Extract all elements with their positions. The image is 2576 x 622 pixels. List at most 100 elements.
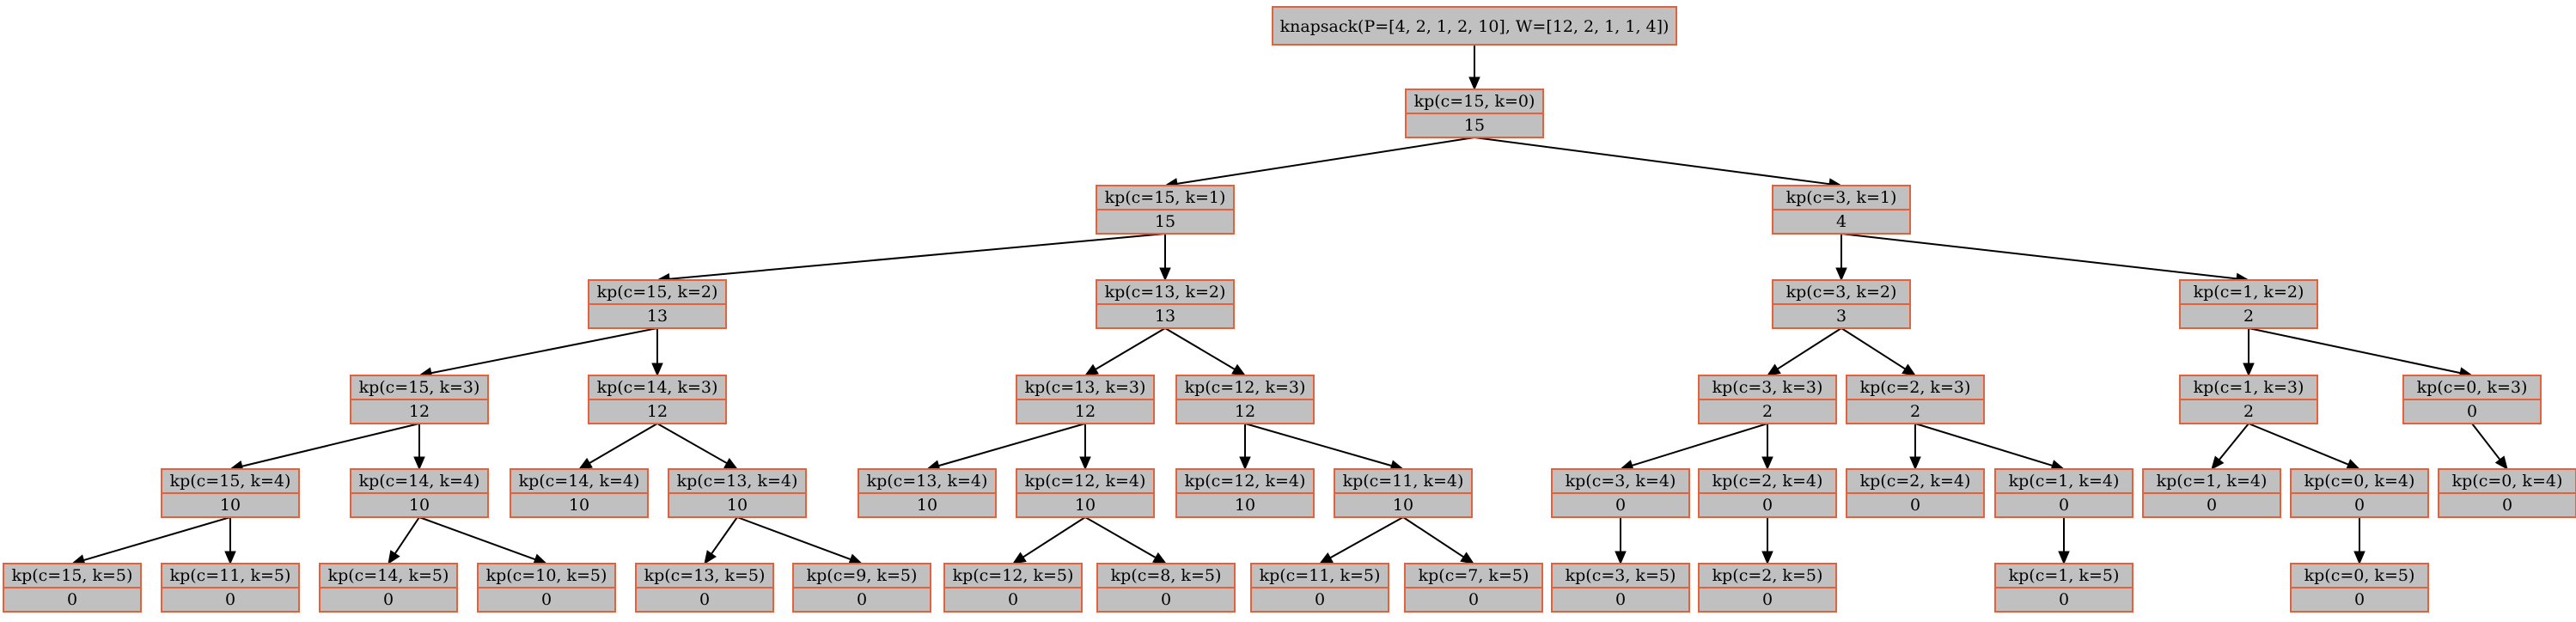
edge-line bbox=[2219, 423, 2249, 460]
node-call-label: kp(c=11, k=5) bbox=[1260, 566, 1381, 585]
node-result-value: 0 bbox=[1315, 590, 1325, 609]
tree-node-n19: kp(c=13, k=4)10 bbox=[858, 468, 997, 518]
nodes-layer: knapsack(P=[4, 2, 1, 2, 10], W=[12, 2, 1… bbox=[3, 6, 2576, 613]
node-call-label: kp(c=12, k=4) bbox=[1025, 472, 1146, 491]
tree-node-n25: kp(c=2, k=4)0 bbox=[1846, 468, 1985, 518]
node-result-value: 4 bbox=[1836, 212, 1847, 231]
tree-node-n21: kp(c=12, k=4)10 bbox=[1175, 468, 1315, 518]
node-call-label: kp(c=1, k=2) bbox=[2194, 283, 2304, 302]
node-result-value: 0 bbox=[541, 590, 552, 609]
tree-node-n37: kp(c=8, k=5)0 bbox=[1096, 563, 1236, 613]
node-call-label: kp(c=3, k=5) bbox=[1566, 566, 1676, 585]
node-call-label: kp(c=3, k=1) bbox=[1786, 188, 1897, 207]
tree-node-n15: kp(c=15, k=4)10 bbox=[161, 468, 300, 518]
edge-n13-n28 bbox=[2248, 423, 2361, 470]
edge-line bbox=[1095, 327, 1166, 370]
edge-line bbox=[1632, 423, 1768, 466]
tree-node-n40: kp(c=3, k=5) 0 bbox=[1551, 563, 1690, 613]
edge-n4-n9 bbox=[1084, 327, 1166, 376]
edge-root-n0 bbox=[1468, 45, 1480, 91]
node-call-label: kp(c=13, k=4) bbox=[677, 472, 798, 491]
node-call-label: kp(c=0, k=4) bbox=[2452, 472, 2563, 491]
node-call-label: kp(c=1, k=3) bbox=[2194, 378, 2304, 397]
node-result-value: 2 bbox=[1762, 402, 1773, 421]
edge-arrowhead bbox=[2346, 459, 2361, 470]
edge-line bbox=[736, 516, 852, 561]
edge-n22-n38 bbox=[1318, 516, 1404, 564]
tree-node-n42: kp(c=1, k=5)0 bbox=[1994, 563, 2133, 613]
edge-n5-n11 bbox=[1766, 327, 1842, 376]
edge-line bbox=[1840, 327, 1906, 370]
node-result-value: 0 bbox=[857, 590, 867, 609]
edge-line bbox=[656, 423, 728, 464]
node-result-value: 0 bbox=[2059, 496, 2069, 515]
node-result-value: 10 bbox=[1235, 496, 1255, 515]
node-result-value: 0 bbox=[2354, 590, 2365, 609]
edge-arrowhead bbox=[1011, 552, 1027, 564]
edge-arrowhead bbox=[704, 550, 717, 565]
edge-arrowhead bbox=[388, 550, 400, 565]
edge-n10-n22 bbox=[1244, 423, 1405, 472]
edge-n16-n33 bbox=[418, 516, 548, 565]
edge-n2-n6 bbox=[1840, 233, 2250, 285]
node-result-value: 10 bbox=[1393, 496, 1413, 515]
tree-node-n30: kp(c=15, k=5)0 bbox=[3, 563, 142, 613]
edge-n22-n39 bbox=[1402, 516, 1475, 564]
root-node-label: knapsack(P=[4, 2, 1, 2, 10], W=[12, 2, 1… bbox=[1280, 17, 1670, 36]
node-result-value: 3 bbox=[1836, 307, 1847, 326]
node-result-value: 0 bbox=[1008, 590, 1018, 609]
edge-line bbox=[1474, 137, 1830, 186]
node-result-value: 10 bbox=[727, 496, 748, 515]
edge-line bbox=[1084, 516, 1157, 558]
edge-line bbox=[241, 423, 420, 467]
node-call-label: kp(c=13, k=4) bbox=[867, 472, 988, 491]
edge-n18-n35 bbox=[736, 516, 864, 565]
edge-n12-n25 bbox=[1909, 424, 1921, 471]
node-call-label: kp(c=2, k=4) bbox=[1712, 472, 1823, 491]
edge-n7-n16 bbox=[413, 424, 425, 471]
node-result-value: 2 bbox=[2243, 307, 2254, 326]
node-result-value: 0 bbox=[1762, 590, 1773, 609]
tree-node-n36: kp(c=12, k=5)0 bbox=[943, 563, 1083, 613]
edge-arrowhead bbox=[1909, 456, 1921, 471]
tree-node-n5: kp(c=3, k=2)3 bbox=[1772, 279, 1911, 329]
node-call-label: kp(c=2, k=4) bbox=[1860, 472, 1971, 491]
root-node-box bbox=[1272, 6, 1677, 46]
edge-n9-n20 bbox=[1079, 424, 1091, 471]
node-call-label: kp(c=11, k=4) bbox=[1343, 472, 1464, 491]
edge-arrowhead bbox=[577, 457, 593, 470]
node-result-value: 0 bbox=[2059, 590, 2069, 609]
node-call-label: kp(c=15, k=1) bbox=[1105, 188, 1226, 207]
node-call-label: kp(c=14, k=4) bbox=[519, 472, 640, 491]
edge-line bbox=[668, 233, 1166, 280]
node-call-label: kp(c=1, k=4) bbox=[2157, 472, 2268, 491]
edge-arrowhead bbox=[1152, 552, 1168, 564]
node-result-value: 12 bbox=[1235, 402, 1255, 421]
edge-line bbox=[711, 516, 738, 555]
node-result-value: 0 bbox=[2207, 496, 2217, 515]
edge-n10-n21 bbox=[1239, 424, 1251, 471]
node-result-value: 0 bbox=[699, 590, 710, 609]
edge-n24-n41 bbox=[1761, 517, 1773, 565]
node-result-value: 0 bbox=[1615, 590, 1626, 609]
edge-line bbox=[1402, 516, 1464, 558]
edge-arrowhead bbox=[413, 456, 425, 471]
edge-arrowhead bbox=[1835, 267, 1847, 282]
edge-n12-n26 bbox=[1914, 423, 2066, 472]
node-call-label: kp(c=13, k=2) bbox=[1105, 283, 1226, 302]
edge-arrowhead bbox=[1761, 551, 1773, 565]
edge-arrowhead bbox=[1468, 76, 1480, 91]
edge-arrowhead bbox=[1318, 552, 1334, 564]
edge-line bbox=[1329, 516, 1404, 559]
edge-line bbox=[2471, 423, 2501, 460]
node-call-label: kp(c=3, k=3) bbox=[1712, 378, 1823, 397]
tree-node-n33: kp(c=10, k=5)0 bbox=[477, 563, 616, 613]
edge-n4-n10 bbox=[1164, 327, 1247, 376]
tree-node-n43: kp(c=0, k=5)0 bbox=[2290, 563, 2429, 613]
tree-node-n38: kp(c=11, k=5) 0 bbox=[1250, 563, 1389, 613]
node-call-label: kp(c=1, k=4) bbox=[2009, 472, 2120, 491]
node-call-label: kp(c=0, k=4) bbox=[2304, 472, 2415, 491]
edge-line bbox=[2248, 423, 2349, 466]
node-result-value: 12 bbox=[409, 402, 430, 421]
tree-node-n10: kp(c=12, k=3)12 bbox=[1175, 375, 1315, 424]
